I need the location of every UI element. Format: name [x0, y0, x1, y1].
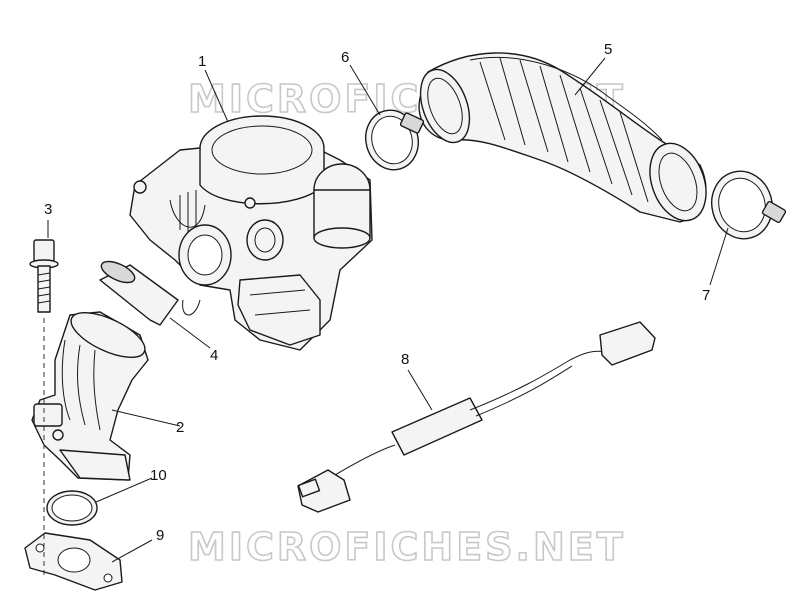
wiring-harness[interactable] — [297, 321, 656, 513]
callout-1: 1 — [198, 53, 206, 70]
callout-7: 7 — [702, 287, 710, 304]
o-ring[interactable] — [46, 490, 98, 526]
hose-clamp-right[interactable] — [704, 164, 787, 245]
callout-6: 6 — [341, 49, 349, 66]
bolt[interactable] — [29, 239, 59, 313]
hose-clamp-upper[interactable] — [359, 104, 425, 175]
callout-4: 4 — [210, 347, 218, 364]
callout-9: 9 — [156, 527, 164, 544]
rubber-spacer[interactable] — [98, 257, 179, 326]
callout-5: 5 — [604, 41, 612, 58]
callout-10: 10 — [150, 467, 167, 484]
leader-lines — [47, 57, 729, 563]
intake-manifold[interactable] — [31, 304, 151, 481]
gasket[interactable] — [24, 532, 123, 591]
callout-2: 2 — [176, 419, 184, 436]
carburettor[interactable] — [129, 115, 373, 351]
callout-8: 8 — [401, 351, 409, 368]
air-intake-sleeve[interactable] — [411, 52, 716, 229]
watermark-bottom: MICROFICHES.NET — [188, 525, 626, 569]
callout-3: 3 — [44, 201, 52, 218]
